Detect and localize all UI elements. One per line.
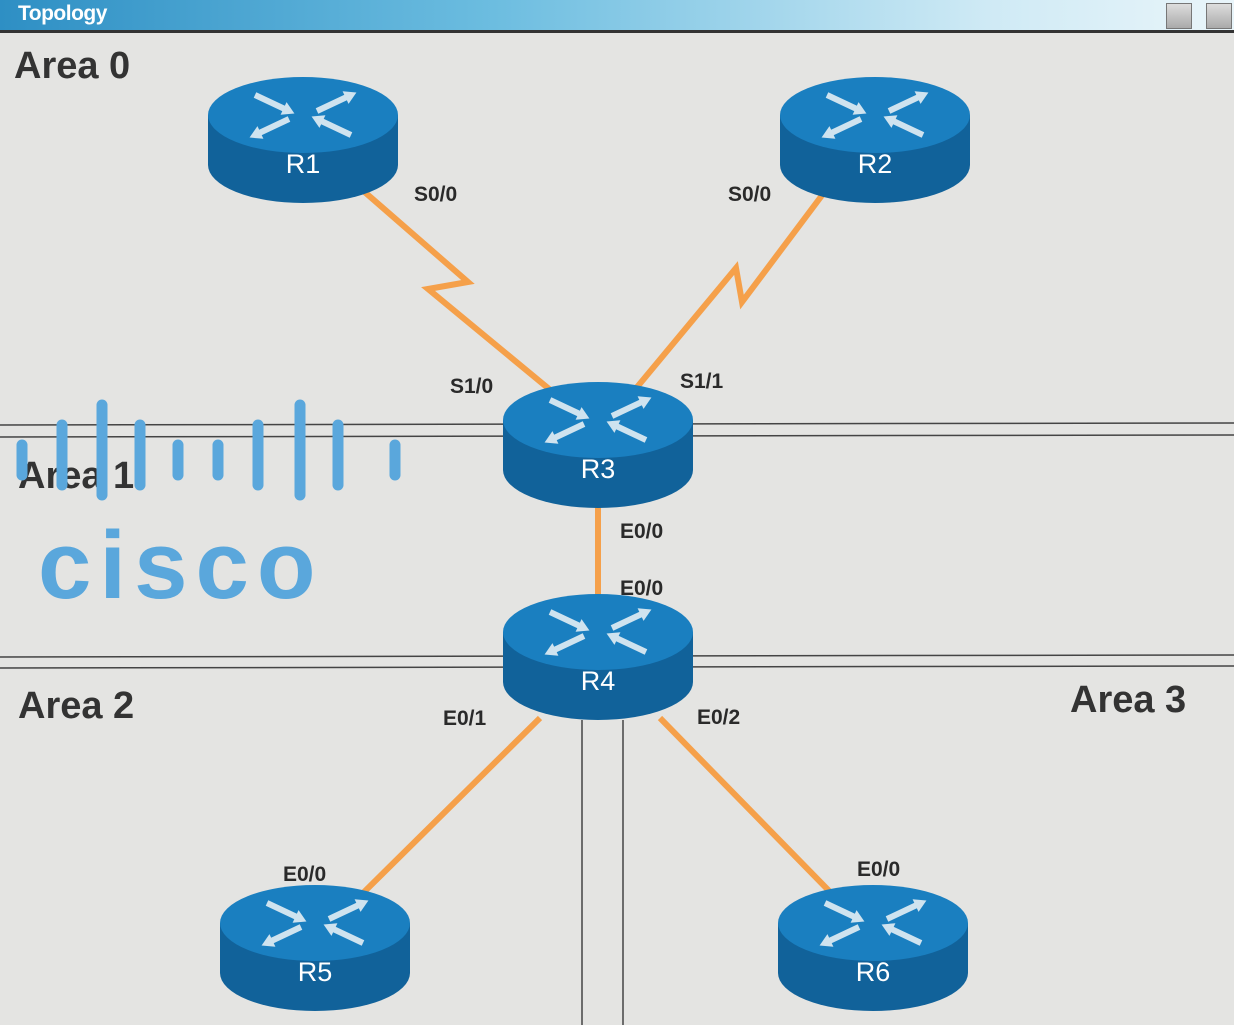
router-label: R5 bbox=[298, 957, 333, 987]
r4-e0-2-label: E0/2 bbox=[697, 706, 740, 729]
router-r2[interactable]: R2 bbox=[780, 77, 970, 203]
router-top bbox=[503, 382, 693, 458]
r3-s1-0-label: S1/0 bbox=[450, 375, 493, 398]
r6-e0-0-label: E0/0 bbox=[857, 858, 900, 881]
router-arrows-icon bbox=[261, 899, 369, 947]
router-r3[interactable]: R3 bbox=[503, 382, 693, 508]
window-title: Topology bbox=[18, 2, 107, 25]
router-r1[interactable]: R1 bbox=[208, 77, 398, 203]
area-0-label: Area 0 bbox=[14, 45, 130, 87]
canvas-background bbox=[0, 33, 1234, 1025]
router-top bbox=[208, 77, 398, 153]
area-3-label: Area 3 bbox=[1070, 679, 1186, 721]
r2-s0-0-label: S0/0 bbox=[728, 183, 771, 206]
router-r5[interactable]: R5 bbox=[220, 885, 410, 1011]
r3-s1-1-label: S1/1 bbox=[680, 370, 724, 393]
router-arrows-icon bbox=[819, 899, 927, 947]
link-r1-r3 bbox=[358, 185, 562, 401]
link-r4-r5 bbox=[355, 715, 543, 901]
area-1-label: Area 1 bbox=[18, 455, 134, 497]
router-top bbox=[780, 77, 970, 153]
router-r4[interactable]: R4 bbox=[503, 594, 693, 720]
router-arrows-icon bbox=[544, 396, 652, 444]
r3-e0-0-label: E0/0 bbox=[620, 520, 663, 543]
r4-e0-1-label: E0/1 bbox=[443, 707, 487, 730]
router-label: R4 bbox=[581, 666, 616, 696]
router-r6[interactable]: R6 bbox=[778, 885, 968, 1011]
router-label: R1 bbox=[286, 149, 321, 179]
router-label: R6 bbox=[856, 957, 891, 987]
r4-e0-0-label: E0/0 bbox=[620, 577, 663, 600]
window-titlebar: Topology bbox=[0, 0, 1234, 33]
r5-e0-0-label: E0/0 bbox=[283, 863, 326, 886]
cisco-logo-watermark: cisco bbox=[16, 399, 401, 619]
router-top bbox=[220, 885, 410, 961]
area-2-label: Area 2 bbox=[18, 685, 134, 727]
router-arrows-icon bbox=[249, 91, 357, 139]
cisco-wordmark: cisco bbox=[38, 512, 323, 619]
r1-s0-0-label: S0/0 bbox=[414, 183, 457, 206]
router-top bbox=[778, 885, 968, 961]
minimize-button[interactable] bbox=[1166, 3, 1192, 29]
link-r2-r3 bbox=[625, 188, 829, 400]
router-label: R2 bbox=[858, 149, 893, 179]
link-r4-r6 bbox=[657, 715, 839, 901]
router-top bbox=[503, 594, 693, 670]
router-label: R3 bbox=[581, 454, 616, 484]
router-arrows-icon bbox=[821, 91, 929, 139]
maximize-button[interactable] bbox=[1206, 3, 1232, 29]
router-arrows-icon bbox=[544, 608, 652, 656]
